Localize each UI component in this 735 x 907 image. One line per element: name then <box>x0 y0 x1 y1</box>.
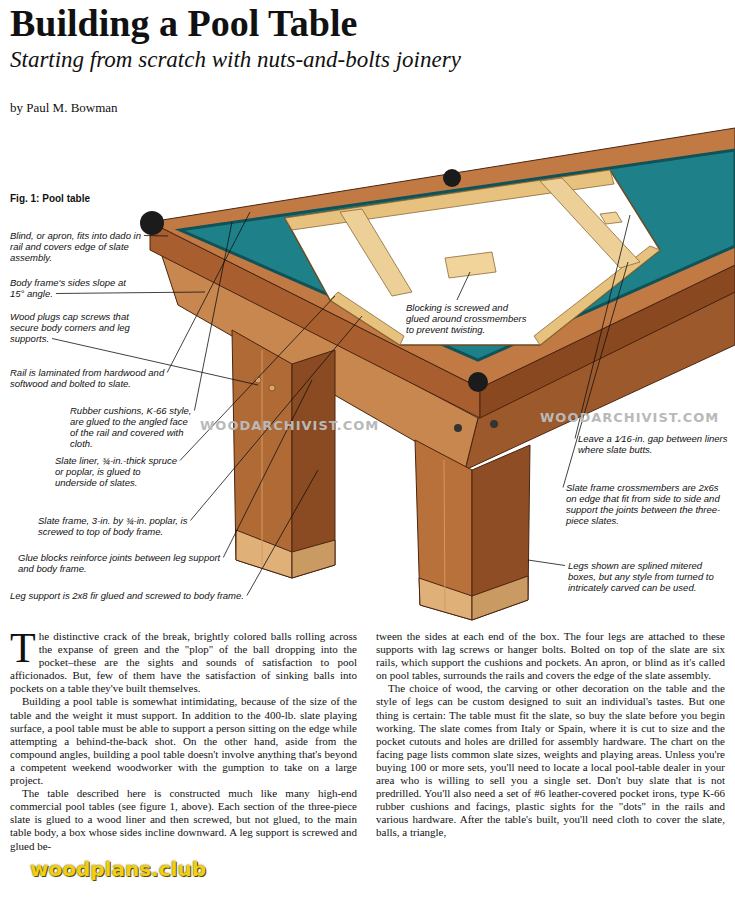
callout: Blocking is screwed and glued around cro… <box>406 302 532 335</box>
wood-plug <box>269 385 275 391</box>
leg-foot <box>236 530 292 578</box>
leader-line <box>194 222 232 411</box>
leg-front <box>415 440 472 620</box>
text-column: The distinctive crack of the break, brig… <box>10 630 357 853</box>
watermark: woodplans.club <box>30 858 206 880</box>
callout: Glue blocks reinforce joints between leg… <box>18 552 230 574</box>
leader-line <box>528 560 565 566</box>
leader-line <box>180 296 335 461</box>
cutaway-opening <box>285 170 660 345</box>
leader-line <box>457 272 470 300</box>
body-paragraph: The table described here is constructed … <box>10 787 357 852</box>
cutaway <box>285 170 660 345</box>
watermark: WOODARCHIVIST.COM <box>200 418 379 433</box>
heading: Building a Pool Table <box>10 2 357 44</box>
bolt <box>454 424 462 432</box>
watermark: WOODARCHIVIST.COM <box>540 410 719 425</box>
callout: Body frame's sides slope at 15° angle. <box>10 277 130 299</box>
callout: Legs shown are splined mitered boxes, bu… <box>568 560 726 593</box>
leg-side <box>292 350 335 578</box>
body-paragraph: The distinctive crack of the break, brig… <box>10 630 357 695</box>
leader-line <box>247 470 318 596</box>
callout: Slate frame crossmembers are 2x6s on edg… <box>566 482 728 526</box>
body-paragraph: Building a pool table is somewhat intimi… <box>10 695 357 787</box>
callout: Wood plugs cap screws that secure body c… <box>10 311 137 344</box>
blocking <box>600 212 622 224</box>
leg-foot <box>472 576 528 620</box>
callout: Leg support is 2x8 fir glued and screwed… <box>10 590 295 601</box>
side-pocket <box>443 169 461 187</box>
callout: Slate frame, 3-in. by ¾-in. poplar, is s… <box>38 515 203 537</box>
leader-line <box>167 212 250 373</box>
crossmember <box>340 209 412 296</box>
leader-line <box>56 292 205 294</box>
text-column: tween the sides at each end of the box. … <box>376 630 725 840</box>
bolt <box>490 420 498 428</box>
slate-frame <box>330 292 404 345</box>
leader-line <box>144 235 168 237</box>
body-paragraph: tween the sides at each end of the box. … <box>376 630 725 682</box>
leg-foot <box>419 578 472 620</box>
crossmember <box>540 178 640 268</box>
figure-label: Fig. 1: Pool table <box>10 193 90 205</box>
callout: Slate liner, ¾-in.-thick spruce or popla… <box>55 455 183 488</box>
subtitle: Starting from scratch with nuts-and-bolt… <box>10 46 461 74</box>
body-paragraph: The choice of wood, the carving or other… <box>376 682 725 839</box>
callout: Rubber cushions, K-66 style, are glued t… <box>70 405 198 449</box>
leader-line <box>223 380 312 558</box>
corner-pocket <box>468 372 488 392</box>
cloth <box>180 150 735 360</box>
leg-side <box>472 445 530 620</box>
spline <box>444 460 445 610</box>
leader-line <box>575 215 630 439</box>
spline <box>262 350 263 565</box>
leg-foot <box>292 540 335 578</box>
callout: Leave a 1⁄16-in. gap between liners wher… <box>578 433 728 455</box>
legs <box>232 330 530 620</box>
byline: by Paul M. Bowman <box>10 100 118 116</box>
leg-front <box>232 330 292 578</box>
callout: Rail is laminated from hardwood and soft… <box>10 367 198 389</box>
blocking <box>445 252 496 278</box>
corner-pocket <box>140 211 164 235</box>
callout: Blind, or apron, fits into dado in rail … <box>10 230 142 263</box>
slate-frame <box>534 246 660 345</box>
